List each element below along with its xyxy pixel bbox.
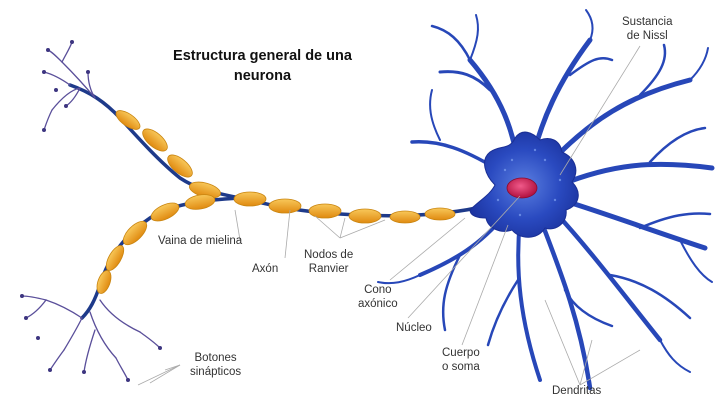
label-nucleo: Núcleo — [396, 321, 432, 335]
label-dendritas: Dendritas — [552, 384, 601, 398]
label-botones-sinapticos: Botones sinápticos — [190, 351, 241, 379]
label-botones-line-1: Botones — [190, 351, 241, 365]
label-cono-line-1: Cono — [358, 283, 398, 297]
title-line-1: Estructura general de una — [150, 46, 375, 66]
label-sustancia-line-1: Sustancia — [622, 15, 673, 29]
label-cono-axonico: Cono axónico — [358, 283, 398, 311]
label-nodos-line-1: Nodos de — [304, 248, 353, 262]
label-sustancia-nissl: Sustancia de Nissl — [622, 15, 673, 43]
diagram-title: Estructura general de una neurona — [150, 46, 375, 86]
label-sustancia-line-2: de Nissl — [622, 29, 673, 43]
title-line-2: neurona — [150, 66, 375, 86]
label-cono-line-2: axónico — [358, 297, 398, 311]
nucleus — [507, 178, 537, 198]
label-cuerpo-line-2: o soma — [442, 360, 480, 374]
label-cuerpo-soma: Cuerpo o soma — [442, 346, 480, 374]
label-botones-line-2: sinápticos — [190, 365, 241, 379]
label-vaina-mielina: Vaina de mielina — [158, 234, 242, 248]
label-nodos-ranvier: Nodos de Ranvier — [304, 248, 353, 276]
label-cuerpo-line-1: Cuerpo — [442, 346, 480, 360]
label-nodos-line-2: Ranvier — [304, 262, 353, 276]
label-axon: Axón — [252, 262, 278, 276]
